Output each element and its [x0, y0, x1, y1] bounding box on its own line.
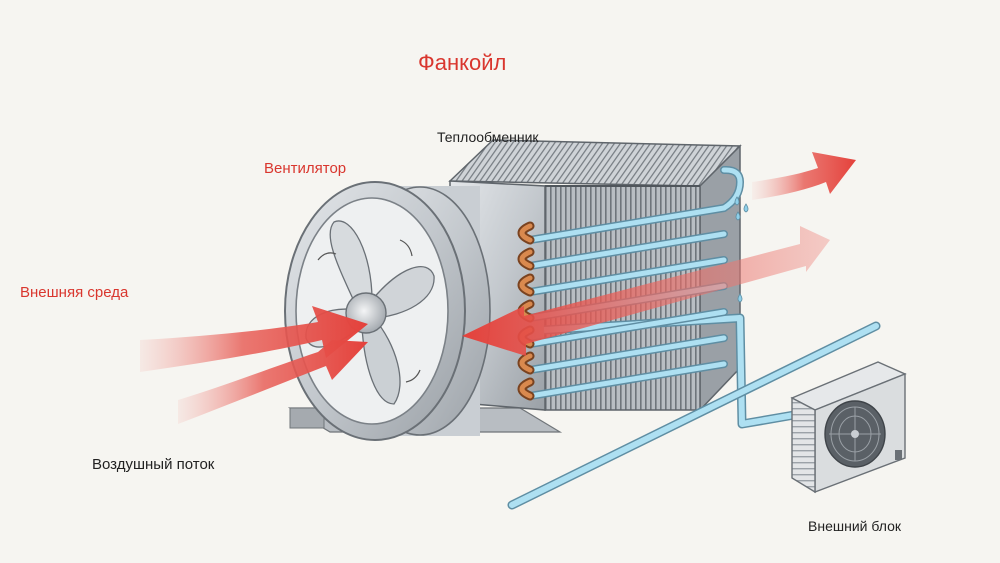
outdoor-unit-label: Внешний блок: [808, 518, 901, 534]
heat-exchanger-label: Теплообменник: [437, 129, 539, 145]
fan-blade: [371, 266, 435, 319]
airflow-arrow-in-lower: [178, 340, 368, 424]
airflow-label: Воздушный поток: [92, 456, 215, 473]
fan-blade: [361, 317, 401, 405]
airflow-arrow-in: [140, 306, 368, 372]
diagram-title: Фанкойл: [418, 50, 507, 75]
fan-label: Вентилятор: [264, 160, 347, 177]
outside-environment-label: Внешняя среда: [20, 284, 129, 301]
condensate-droplets: [734, 196, 749, 303]
airflow-arrow-through: [462, 226, 830, 356]
fan-blade: [329, 220, 373, 311]
outdoor-unit: [790, 361, 907, 494]
airflow-arrow-out: [752, 152, 856, 200]
